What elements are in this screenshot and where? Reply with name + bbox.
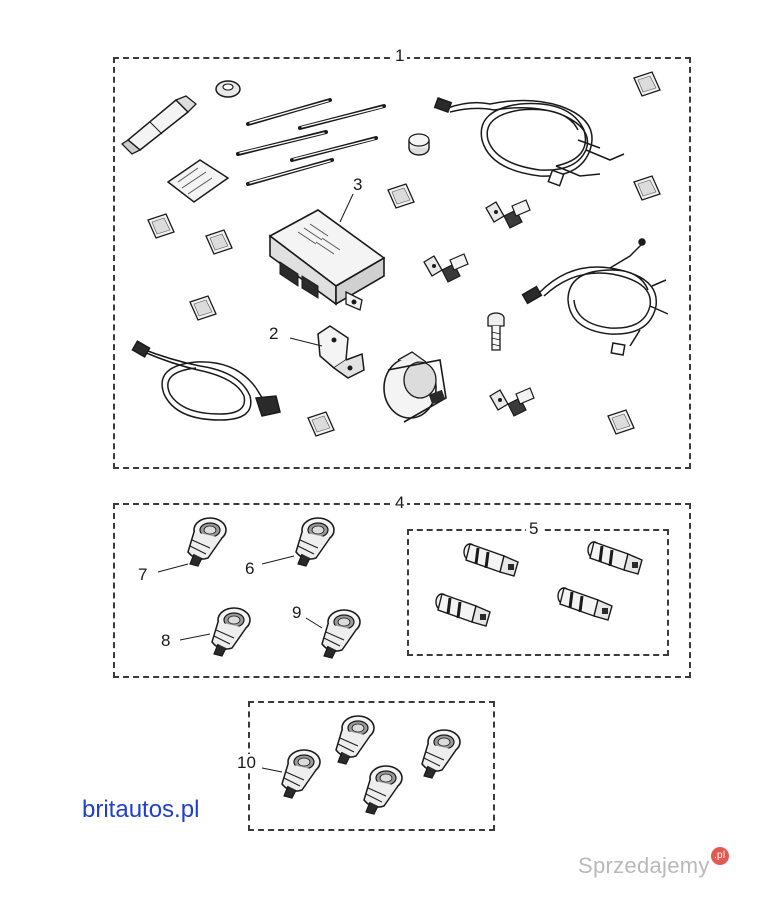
wiring-harness — [131, 340, 281, 421]
washer — [215, 80, 241, 98]
sensor-7 — [187, 517, 227, 567]
wiring-harness — [433, 96, 625, 187]
sensor-holder — [434, 592, 492, 628]
adhesive-pad — [147, 213, 175, 239]
control-module — [268, 209, 386, 311]
sensor-10 — [335, 715, 375, 765]
site-label: britautos.pl — [82, 796, 200, 823]
sensor-6 — [295, 517, 335, 567]
grommet — [408, 133, 430, 156]
adhesive-pad — [387, 183, 415, 209]
buzzer — [383, 351, 447, 423]
sensor-holder — [556, 586, 614, 622]
callout-6: 6 — [242, 560, 258, 578]
callout-9: 9 — [289, 604, 305, 622]
callout-2: 2 — [266, 325, 282, 343]
mounting-bracket — [317, 325, 365, 379]
callout-5: 5 — [526, 520, 542, 538]
callout-7: 7 — [135, 566, 151, 584]
sensor-holder — [462, 542, 520, 578]
adhesive-pad — [633, 175, 661, 201]
sensor-10 — [363, 765, 403, 815]
adhesive-pad — [633, 71, 661, 97]
adhesive-pad — [607, 409, 635, 435]
sensor-8 — [211, 607, 251, 657]
sensor-9 — [321, 609, 361, 659]
sensor-clip — [423, 253, 469, 283]
callout-10: 10 — [234, 754, 259, 772]
leader-line — [261, 767, 283, 773]
wiring-harness — [521, 238, 669, 356]
paste-tube — [120, 95, 197, 155]
watermark-badge: .pl — [710, 847, 729, 865]
leader-lines — [289, 191, 355, 347]
sensor-clip — [485, 199, 531, 229]
sensor-clip — [489, 387, 535, 417]
wipe-sachet — [166, 159, 230, 203]
callout-1: 1 — [392, 47, 408, 65]
watermark: Sprzedajemy.pl — [578, 847, 729, 879]
sensor-10 — [421, 729, 461, 779]
adhesive-pad — [307, 411, 335, 437]
sensor-10 — [281, 749, 321, 799]
callout-3: 3 — [350, 176, 366, 194]
watermark-text: Sprzedajemy — [578, 853, 710, 878]
adhesive-pad — [205, 229, 233, 255]
bolt — [487, 312, 505, 351]
callout-4: 4 — [392, 494, 408, 512]
sensor-holder — [586, 540, 644, 576]
callout-8: 8 — [158, 632, 174, 650]
leader-lines — [157, 555, 323, 641]
adhesive-pad — [189, 295, 217, 321]
